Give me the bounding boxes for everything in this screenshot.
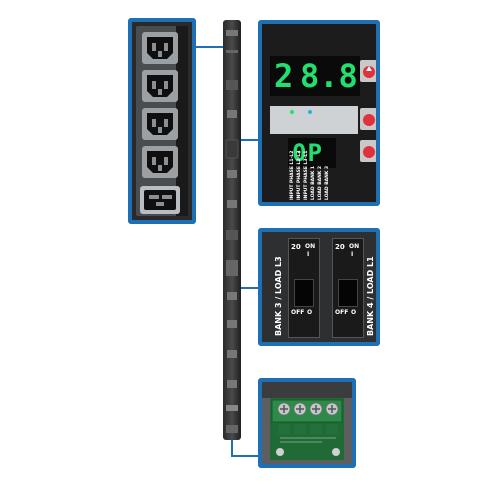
- breaker-right-toggle[interactable]: [338, 279, 358, 307]
- terminal-panel: [258, 378, 356, 468]
- breaker-left-off: OFF: [291, 309, 305, 316]
- breaker-left-on: ON: [305, 243, 316, 250]
- breaker-left[interactable]: 20 ON I OFF O: [288, 238, 320, 338]
- breaker-right-off: OFF: [335, 309, 349, 316]
- c13-outlet-2: [142, 70, 178, 102]
- c13-outlet-1: [142, 32, 178, 64]
- breaker-right-on: ON: [349, 243, 360, 250]
- c13-outlet-3: [142, 108, 178, 140]
- pdu-strip: [221, 20, 243, 440]
- breaker-right-on-symbol: I: [351, 251, 354, 258]
- status-line-6: LOAD BANK 3: [325, 165, 330, 200]
- c13-outlet-4: [142, 146, 178, 178]
- status-line-1: INPUT PHASE L1-L2: [290, 150, 295, 200]
- breaker-left-on-symbol: I: [307, 251, 310, 258]
- led-display-upper: [270, 56, 360, 96]
- display-panel: 2 8.8 0P INPUT PHASE L1-L2 INPUT PHASE L…: [258, 20, 380, 206]
- outlet-panel: [128, 18, 196, 224]
- status-line-5: LOAD BANK 2: [318, 165, 323, 200]
- breaker-left-toggle[interactable]: [294, 279, 314, 307]
- led-digit-right: 8.8: [300, 57, 358, 95]
- led-digit-left: 2: [274, 57, 294, 95]
- breaker-right-label: BANK 4 / LOAD L1: [366, 256, 375, 336]
- breaker-left-off-symbol: O: [307, 309, 313, 316]
- breaker-panel: 20 ON I OFF O 20 ON I OFF O BANK 3 / LOA…: [258, 228, 380, 346]
- status-line-4: LOAD BANK 1: [311, 165, 316, 200]
- status-line-3: INPUT PHASE L3-L1: [304, 150, 309, 200]
- breaker-right-off-symbol: O: [351, 309, 357, 316]
- breaker-right[interactable]: 20 ON I OFF O: [332, 238, 364, 338]
- status-legend: INPUT PHASE L1-L2 INPUT PHASE L2-L3 INPU…: [262, 24, 376, 202]
- breaker-left-label: BANK 3 / LOAD L3: [274, 256, 283, 336]
- pdu-strip-body: [223, 20, 241, 440]
- breaker-left-rating: 20: [291, 243, 301, 251]
- breaker-right-rating: 20: [335, 243, 345, 251]
- status-line-2: INPUT PHASE L2-L3: [297, 150, 302, 200]
- reset-button[interactable]: [360, 140, 376, 162]
- led-display-lower: [288, 138, 336, 168]
- indicator-strip: [270, 106, 358, 134]
- terminal-block-art: [262, 382, 352, 460]
- indicator-led-1: [290, 110, 294, 114]
- led-lower-code: 0P: [292, 139, 323, 167]
- indicator-led-2: [308, 110, 312, 114]
- mode-button[interactable]: [360, 60, 376, 82]
- select-button[interactable]: [360, 108, 376, 130]
- c19-outlet: [140, 186, 180, 214]
